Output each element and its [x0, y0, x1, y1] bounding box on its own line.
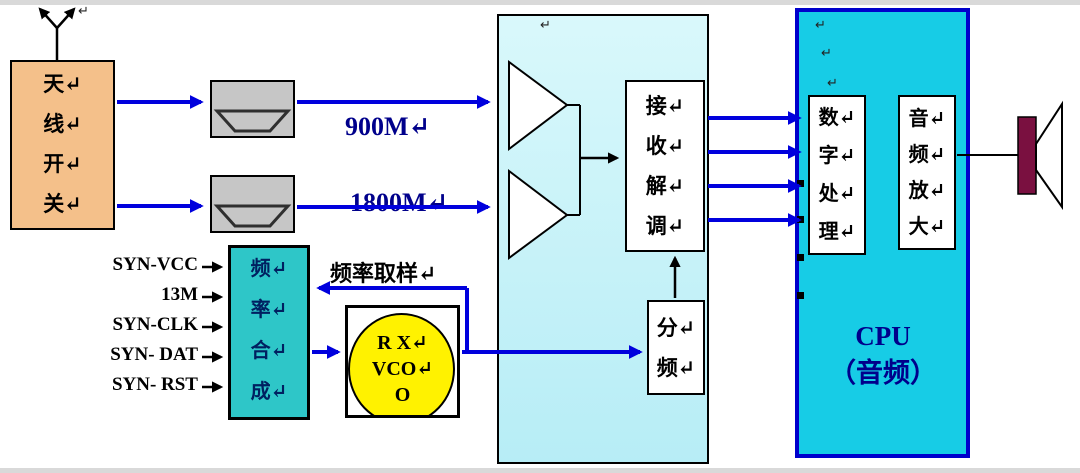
antenna-switch-box	[10, 60, 115, 230]
syn-input-label-vcc: SYN-VCC	[112, 254, 199, 275]
bottom-edge-strip	[0, 468, 1080, 473]
antenna-switch-label: 天↵ 线↵ 开↵ 关↵	[43, 72, 82, 216]
format-mark: ↵	[827, 76, 838, 91]
receive-demod-box	[625, 80, 705, 252]
syn-input-label-13m: 13M	[161, 284, 198, 305]
syn-input-label-rst: SYN- RST	[111, 374, 198, 395]
frequency-divider-box	[647, 300, 705, 395]
audio-amplifier-label: 音↵ 频↵ 放↵ 大↵	[908, 108, 946, 238]
syn-input-label-clk: SYN-CLK	[112, 314, 198, 335]
pin-marker	[797, 180, 804, 187]
frequency-divider-label: 分↵ 频↵	[656, 316, 696, 380]
pin-marker	[797, 254, 804, 261]
digital-processing-box	[808, 95, 866, 255]
syn-input-label-dat: SYN- DAT	[110, 344, 198, 365]
rx-vco-box: R X↵ VCO↵ O	[345, 305, 460, 418]
rx-vco-label: R X↵ VCO↵ O	[371, 332, 434, 406]
frequency-sampling-label: 频率取样↵	[330, 261, 437, 286]
audio-amplifier-box	[898, 95, 956, 250]
rx-vco-circle	[348, 313, 455, 415]
syn-input-arrows	[202, 261, 224, 393]
receive-demod-label: 接↵ 收↵ 解↵ 调↵	[645, 94, 685, 238]
band-label-1800m: 1800M↵	[350, 188, 449, 217]
frequency-synth-label: 频↵ 率↵ 合↵ 成↵	[250, 258, 288, 403]
rf-filter-1800-box	[210, 175, 295, 233]
pin-marker	[797, 216, 804, 223]
frequency-synth-box	[228, 245, 310, 420]
rf-filter-900-box	[210, 80, 295, 138]
format-mark: ↵	[78, 4, 89, 19]
cpu-title: CPU （音频）	[829, 321, 937, 388]
band-label-900m: 900M↵	[345, 112, 431, 141]
format-mark: ↵	[540, 18, 551, 33]
format-mark: ↵	[821, 46, 832, 61]
speaker-icon	[957, 100, 1063, 211]
format-mark: ↵	[815, 18, 826, 33]
top-edge-strip	[0, 0, 1080, 5]
antenna-icon	[38, 7, 76, 61]
pin-marker	[797, 292, 804, 299]
digital-processing-label: 数↵ 字↵ 处↵ 理↵	[818, 107, 856, 243]
